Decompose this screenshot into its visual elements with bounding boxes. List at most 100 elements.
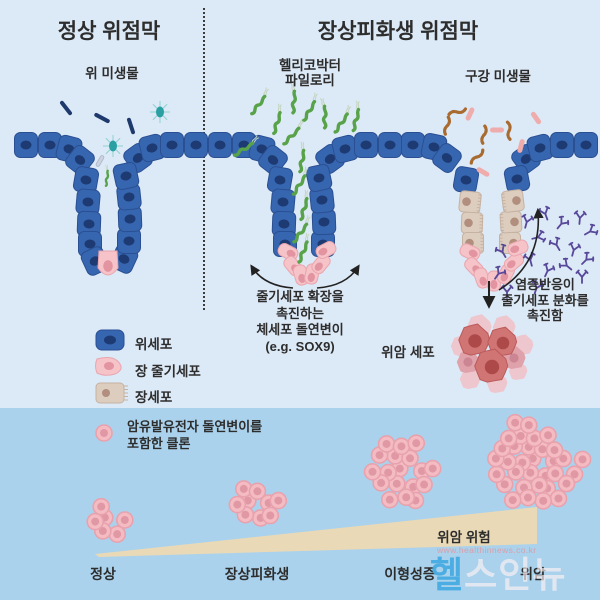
caption-clone: 암유발유전자 돌연변이를 포함한 클론 — [127, 419, 262, 452]
antibody-icon — [531, 279, 545, 295]
clone-cell — [92, 497, 110, 516]
gastric-cell — [208, 132, 232, 158]
clone-cell — [499, 429, 518, 448]
gastric-cell — [160, 132, 184, 158]
helicobacter-icon — [351, 100, 361, 133]
antibody-icon — [494, 265, 507, 280]
caption-line: 암유발유전자 돌연변이를 — [127, 419, 263, 434]
antibody-icon — [568, 241, 582, 257]
stage-label-normal: 정상 — [90, 566, 116, 582]
gastric-cell — [117, 228, 141, 254]
antibody-icon — [556, 215, 570, 230]
cancer-cell-cluster — [450, 314, 534, 393]
legend-label-gastric-cell: 위세포 — [135, 337, 173, 352]
legend-gastric-cell-icon — [95, 329, 125, 351]
caption-line: 줄기세포 확장을 — [256, 289, 344, 304]
antibody-icon — [531, 229, 547, 243]
antibody-icon — [558, 257, 573, 271]
label-gastric-microbes: 위 미생물 — [85, 66, 139, 81]
gastric-cell — [378, 132, 402, 158]
clone-cell — [108, 525, 126, 543]
cancer-cell — [474, 348, 509, 383]
antibody-icon — [548, 236, 561, 251]
clone-cell — [248, 482, 267, 501]
legend-clone-cell-icon — [95, 424, 113, 442]
cancer-cell-halo — [459, 368, 481, 389]
stage-label-cancer: 위암 — [520, 566, 546, 582]
clone-cluster-2 — [228, 480, 288, 527]
helicobacter-icon — [282, 119, 304, 146]
intestinal-cell — [458, 190, 482, 214]
oral-bacterium-icon — [446, 107, 468, 117]
gastric-cell — [266, 166, 294, 194]
clone-cell — [401, 449, 419, 468]
oral-bacterium-pink-icon — [530, 111, 542, 125]
clone-cell — [234, 480, 253, 498]
clone-cluster-4 — [487, 413, 592, 510]
oral-bacterium-pink-icon — [517, 139, 525, 153]
clone-cluster-3 — [363, 434, 442, 510]
clone-cell — [415, 475, 433, 494]
helicobacter-icon — [292, 215, 311, 244]
intestinal-stem-cell — [277, 243, 299, 261]
label-hpylori-line1: 헬리코박터 — [278, 58, 342, 73]
helicobacter-icon — [298, 141, 306, 174]
title-normal-mucosa: 정상 위점막 — [57, 20, 161, 43]
gastric-bacterium-pale-icon — [95, 155, 105, 167]
stage-label-dysplasia: 이형성증 — [384, 566, 436, 582]
label-oral-microbes: 구강 미생물 — [465, 69, 531, 84]
helicobacter-icon — [104, 164, 110, 188]
oral-bacterium-pink-icon — [490, 127, 504, 133]
label-cancer-cells: 위암 세포 — [381, 345, 435, 360]
gastric-cell — [309, 186, 335, 214]
stem-expansion-arrow-right — [316, 264, 360, 289]
stem-expansion-arrow-left — [250, 264, 294, 289]
legend-label-intestinal-cell: 장세포 — [135, 390, 173, 405]
gastric-cell — [271, 210, 297, 238]
clone-cell — [377, 435, 396, 453]
gastric-cell — [184, 132, 208, 158]
clone-cell — [372, 474, 390, 492]
oral-bacterium-pink-icon — [465, 107, 475, 121]
title-metaplasia-mucosa: 장상피화생 위점막 — [317, 20, 479, 43]
caption-line: 체세포 돌연변이 — [256, 322, 344, 337]
clone-cell — [503, 491, 522, 509]
clone-cell — [413, 462, 431, 480]
inflammation-up-arrow — [498, 207, 544, 291]
intestinal-cell — [501, 189, 525, 213]
caption-line: 줄기세포 분화를 — [501, 292, 589, 308]
clone-cluster-1 — [86, 497, 134, 543]
helicobacter-icon — [297, 232, 310, 264]
clone-cell — [487, 465, 506, 484]
watermark-first-char: 헬 — [430, 554, 465, 595]
clone-cell — [261, 506, 280, 525]
clone-cell — [545, 441, 564, 459]
intestinal-cell — [499, 210, 523, 234]
caption-line: 포함한 클론 — [127, 435, 191, 451]
caption-stem-expansion: 줄기세포 확장을 촉진하는 체세포 돌연변이 (e.g. SOX9) — [256, 289, 343, 355]
gastric-cell — [311, 208, 337, 236]
gastric-cell — [432, 143, 462, 173]
watermark-logo: 헬스인뉴스 — [430, 546, 600, 600]
gastric-cell — [574, 132, 598, 158]
gastric-cell — [503, 165, 531, 193]
clone-cell — [269, 491, 288, 510]
intestinal-stem-cell — [315, 241, 337, 259]
antibody-icon — [521, 213, 535, 229]
helicobacter-icon — [290, 82, 297, 115]
clone-cell — [549, 489, 568, 508]
caption-line: (e.g. SOX9) — [265, 338, 335, 354]
helicobacter-icon — [302, 92, 318, 123]
caption-line: 염증반응이 — [515, 277, 575, 292]
intestinal-stem-cell — [507, 239, 529, 257]
antibody-icon — [537, 205, 551, 221]
oral-bacterium-icon — [480, 124, 488, 146]
legend-intestinal-cell-icon — [95, 382, 128, 404]
cancer-cell — [458, 323, 491, 356]
intestinal-stem-cell — [503, 252, 525, 272]
oral-bacterium-icon — [442, 115, 452, 137]
gastric-cell — [305, 163, 333, 193]
helicobacter-icon — [299, 189, 309, 222]
watermark-url: www.healthinnews.co.kr — [437, 545, 537, 555]
